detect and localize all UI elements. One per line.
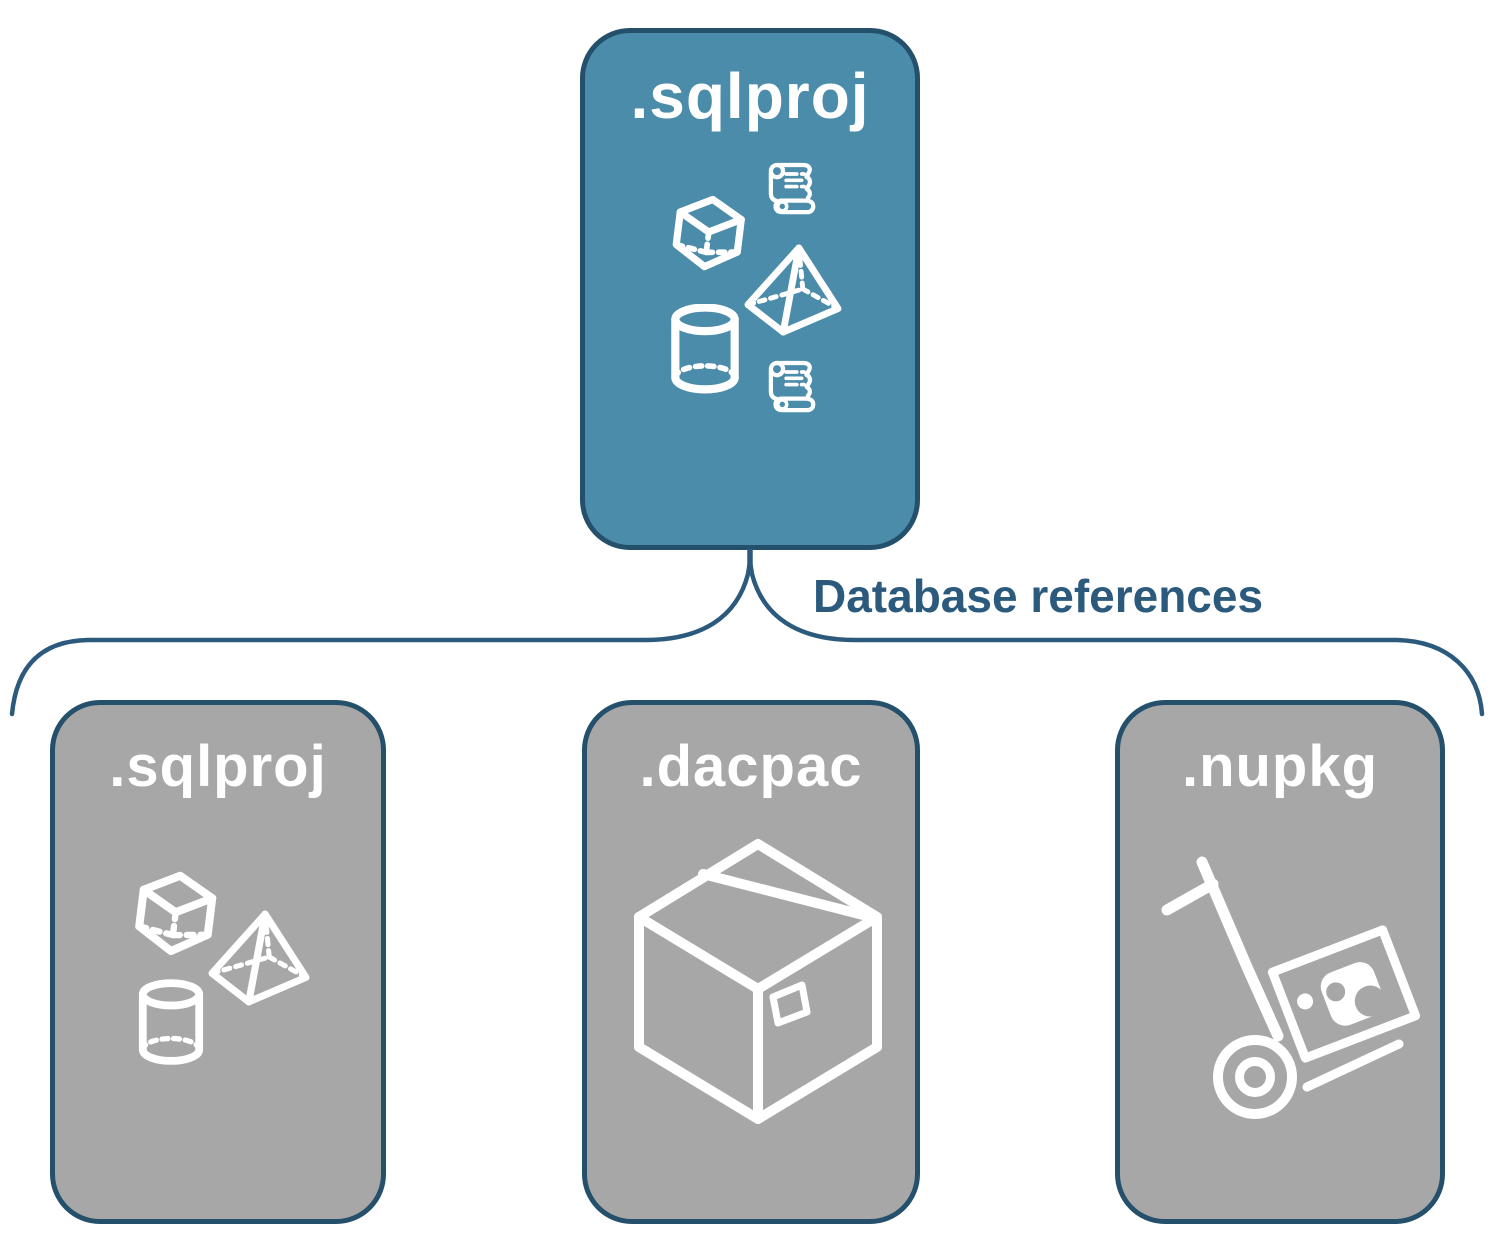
node-sqlproj-child: .sqlproj <box>50 700 386 1224</box>
node-label: .sqlproj <box>630 60 870 132</box>
node-label: .sqlproj <box>109 734 327 799</box>
node-nupkg: .nupkg <box>1115 700 1445 1224</box>
node-label: .nupkg <box>1181 734 1379 799</box>
node-sqlproj-root: .sqlproj <box>580 28 920 550</box>
node-label: .dacpac <box>639 734 863 799</box>
node-dacpac: .dacpac <box>582 700 920 1224</box>
connector-label: Database references <box>813 570 1264 622</box>
